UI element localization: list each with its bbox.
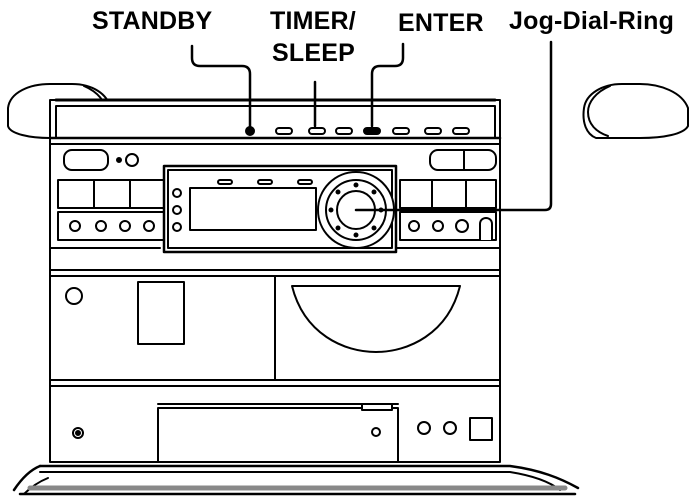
cassette-window <box>137 281 185 345</box>
right-key-1[interactable] <box>408 220 420 232</box>
right-key-2[interactable] <box>432 220 444 232</box>
base <box>12 464 580 496</box>
side-key-2[interactable] <box>172 205 182 215</box>
right-speaker <box>582 83 689 139</box>
right-key-4[interactable] <box>479 217 493 241</box>
enter-leader <box>370 42 405 128</box>
left-key-4[interactable] <box>143 220 155 232</box>
left-power-key[interactable] <box>63 149 109 171</box>
standby-leader <box>190 44 252 128</box>
display-key-2[interactable] <box>257 179 273 185</box>
side-key-1[interactable] <box>172 188 182 198</box>
bottom-key-1[interactable] <box>417 421 431 435</box>
leader-lines <box>190 40 553 212</box>
top-button-5[interactable] <box>392 127 410 135</box>
label-jog-dial-ring: Jog-Dial-Ring <box>509 7 675 35</box>
bottom-key-3[interactable] <box>469 417 493 441</box>
display-key-3[interactable] <box>297 179 313 185</box>
label-timer-sleep-line1: TIMER/ <box>270 7 356 35</box>
headphone-jack[interactable] <box>125 153 139 167</box>
left-key-1[interactable] <box>69 220 81 232</box>
standby-button[interactable] <box>245 126 255 136</box>
left-key-3[interactable] <box>119 220 131 232</box>
timer-sleep-button[interactable] <box>308 127 326 135</box>
display-key-1[interactable] <box>217 179 233 185</box>
top-button-6[interactable] <box>424 127 442 135</box>
right-control-panel <box>399 149 497 241</box>
cassette-eject[interactable] <box>65 287 83 305</box>
top-button-3[interactable] <box>335 127 353 135</box>
left-key-2[interactable] <box>95 220 107 232</box>
drawer-knob[interactable] <box>371 427 381 437</box>
cd-compartment <box>291 285 461 353</box>
side-key-3[interactable] <box>172 222 182 232</box>
right-key-3[interactable] <box>455 219 469 233</box>
label-timer-sleep-line2: SLEEP <box>272 39 355 67</box>
bottom-section <box>72 403 493 463</box>
bottom-drawer <box>157 407 399 463</box>
cd-lid-window <box>291 285 461 353</box>
top-button-1[interactable] <box>275 127 293 135</box>
label-standby: STANDBY <box>92 7 213 35</box>
top-button-7[interactable] <box>452 127 470 135</box>
jog-dial-ring-leader <box>354 40 553 212</box>
cassette-deck <box>65 281 185 345</box>
lcd-display <box>189 187 317 231</box>
timer-buttons <box>275 127 470 135</box>
bottom-key-2[interactable] <box>443 421 457 435</box>
label-enter: ENTER <box>398 9 484 37</box>
indicator-dot <box>116 157 122 163</box>
top-button-strip <box>245 126 470 136</box>
enter-button[interactable] <box>363 127 381 135</box>
